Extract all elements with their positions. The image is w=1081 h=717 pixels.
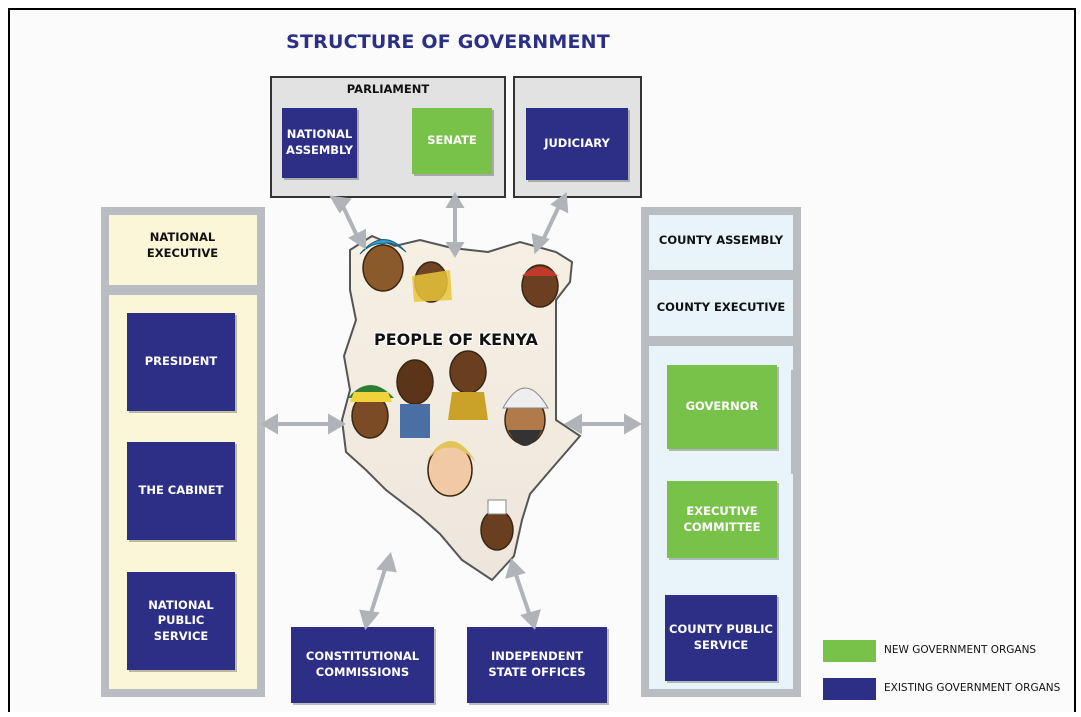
legend-new-label: NEW GOVERNMENT ORGANS <box>884 644 1037 656</box>
parliament-label: PARLIAMENT <box>346 82 430 97</box>
national-executive-divider <box>109 285 257 295</box>
connector-arrows <box>260 192 642 631</box>
legend-new-swatch <box>823 640 876 662</box>
governor-box: GOVERNOR <box>667 365 777 449</box>
legend-existing-label: EXISTING GOVERNMENT ORGANS <box>884 682 1061 694</box>
senate-box: SENATE <box>412 108 492 174</box>
diagram-title: STRUCTURE OF GOVERNMENT <box>286 31 610 53</box>
constitutional-commissions-box: CONSTITUTIONAL COMMISSIONS <box>291 627 434 703</box>
county-public-service-box: COUNTY PUBLIC SERVICE <box>665 595 777 681</box>
national-public-service-box: NATIONAL PUBLIC SERVICE <box>127 572 235 670</box>
county-divider-1 <box>649 270 793 280</box>
president-box: PRESIDENT <box>127 313 235 411</box>
national-assembly-box: NATIONAL ASSEMBLY <box>282 108 357 178</box>
county-divider-2 <box>649 336 793 346</box>
county-assembly-label: COUNTY ASSEMBLY <box>658 233 784 248</box>
people-faces <box>348 239 559 551</box>
independent-state-offices-box: INDEPENDENT STATE OFFICES <box>467 627 607 703</box>
county-side-bar <box>791 370 801 474</box>
county-executive-label: COUNTY EXECUTIVE <box>656 300 786 315</box>
national-executive-label: NATIONAL EXECUTIVE <box>146 230 219 260</box>
judiciary-box: JUDICIARY <box>526 108 628 180</box>
cabinet-box: THE CABINET <box>127 442 235 540</box>
legend-existing-swatch <box>823 678 876 700</box>
people-of-kenya-label: PEOPLE OF KENYA <box>374 330 538 349</box>
executive-committee-box: EXECUTIVE COMMITTEE <box>667 481 777 558</box>
